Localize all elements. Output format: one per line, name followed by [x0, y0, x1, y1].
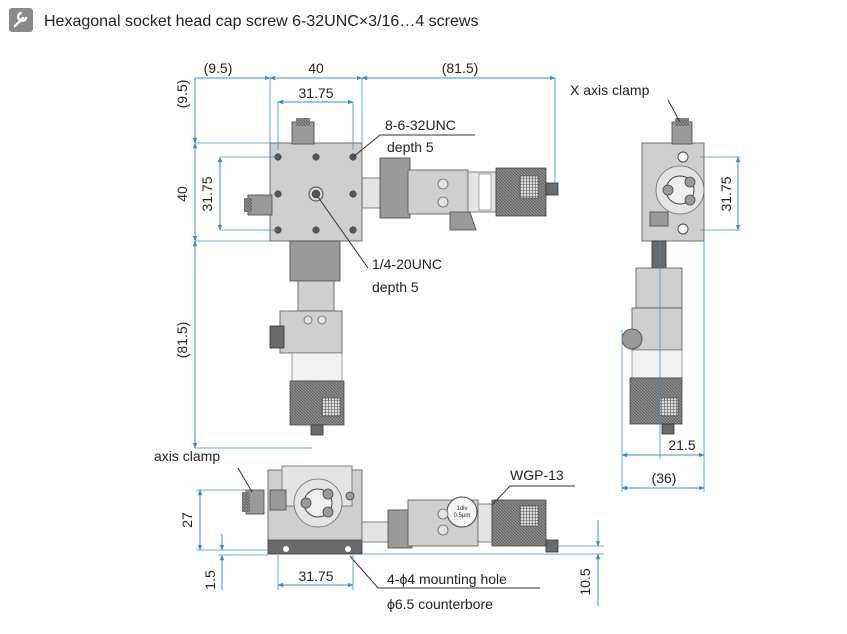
svg-text:1div: 1div [456, 506, 467, 512]
front-dim-height: 27 [179, 512, 195, 528]
center-hole-label-2: depth 5 [372, 279, 419, 295]
tapped-holes-label-2: depth 5 [387, 139, 434, 155]
mount-hole-label-1: 4-ϕ4 mounting hole [387, 571, 507, 587]
center-hole-label-1: 1/4-20UNC [372, 256, 442, 272]
side-clamp-label: X axis clamp [570, 82, 650, 98]
tapped-holes [274, 153, 357, 234]
front-dim-right: 10.5 [577, 568, 593, 595]
wgp-label: WGP-13 [510, 467, 564, 483]
dim-left-offset: (9.5) [204, 60, 233, 76]
dim-height: 40 [174, 186, 190, 202]
screw-note: Hexagonal socket head cap screw 6-32UNC×… [44, 13, 478, 30]
front-dim-hole-pitch: 31.75 [298, 568, 333, 584]
front-dim-base: 1.5 [202, 570, 218, 590]
dim-micrometer-length-v: (81.5) [174, 322, 190, 359]
side-dim-hole-pitch: 31.75 [718, 176, 734, 211]
dim-hole-pitch-v: 31.75 [199, 176, 215, 211]
dim-width: 40 [308, 60, 324, 76]
front-clamp-label: axis clamp [154, 448, 220, 464]
tapped-holes-label-1: 8-6-32UNC [385, 117, 456, 133]
side-dim-depth: (36) [652, 470, 677, 486]
top-view: (9.5) 40 (81.5) 31.75 (9.5) 40 (81.5) 31… [174, 60, 559, 449]
side-view: X axis clamp 31.75 21.5 (36) [570, 82, 741, 492]
svg-text:0.5μm: 0.5μm [454, 513, 471, 519]
side-dim-offset: 21.5 [668, 437, 695, 453]
dim-micrometer-length: (81.5) [442, 60, 479, 76]
header-note: Hexagonal socket head cap screw 6-32UNC×… [9, 8, 478, 32]
front-view: 1div 0.5μm axis clamp WGP-13 4-ϕ4 mounti… [154, 448, 604, 612]
mount-hole-label-2: ϕ6.5 counterbore [387, 596, 493, 612]
dim-top-offset: (9.5) [174, 80, 190, 109]
dim-hole-pitch-h: 31.75 [298, 85, 333, 101]
